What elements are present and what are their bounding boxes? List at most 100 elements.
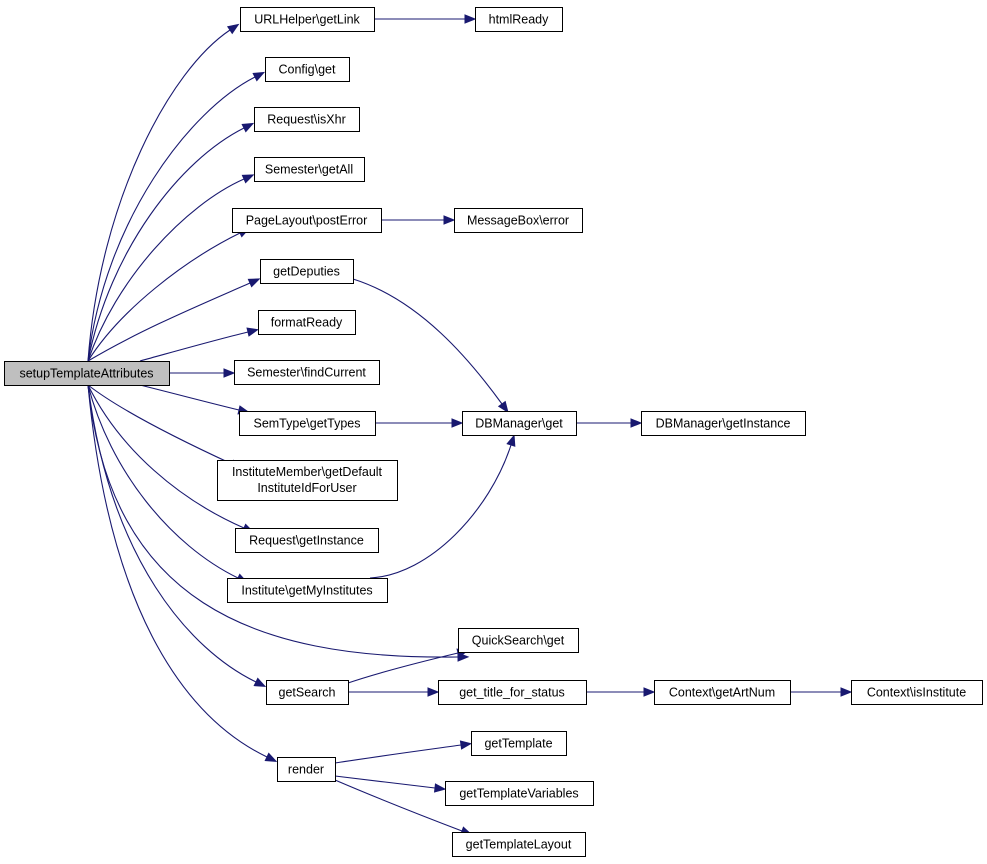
node-gettplvars[interactable]: getTemplateVariables <box>445 781 594 806</box>
arrowhead-render-to-gettplvars <box>433 783 447 793</box>
node-dbget[interactable]: DBManager\get <box>462 411 577 436</box>
node-getsearch[interactable]: getSearch <box>266 680 349 705</box>
edge-getsearch-to-qsget <box>344 652 459 685</box>
edge-setup-to-reqinstance <box>87 384 245 529</box>
node-box[interactable] <box>227 578 388 603</box>
arrowhead-render-to-gettemplate <box>459 740 473 750</box>
node-box[interactable] <box>232 208 382 233</box>
edge-setup-to-getsearch <box>87 384 257 683</box>
node-label: DBManager\get <box>475 417 563 431</box>
nodes-layer: setupTemplateAttributes URLHelper\getLink… <box>4 7 983 857</box>
node-urlhelper[interactable]: URLHelper\getLink <box>240 7 375 32</box>
node-label: getTemplateVariables <box>459 787 578 801</box>
node-box[interactable] <box>254 107 360 132</box>
node-box[interactable] <box>462 411 577 436</box>
node-titlestatus[interactable]: get_title_for_status <box>438 680 587 705</box>
node-box[interactable] <box>654 680 791 705</box>
node-htmlready[interactable]: htmlReady <box>475 7 563 32</box>
node-label: QuickSearch\get <box>472 634 565 648</box>
node-label: getTemplate <box>484 737 552 751</box>
node-box[interactable] <box>471 731 567 756</box>
node-label: Request\isXhr <box>267 113 346 127</box>
node-box[interactable] <box>258 310 356 335</box>
node-isinst[interactable]: Context\isInstitute <box>851 680 983 705</box>
node-gettypes[interactable]: SemType\getTypes <box>239 411 376 436</box>
edge-setup-to-getdeputies <box>87 282 251 362</box>
node-box[interactable] <box>475 7 563 32</box>
node-label: getSearch <box>279 686 336 700</box>
arrowhead-setup-to-getdeputies <box>247 278 261 288</box>
node-box[interactable] <box>234 360 380 385</box>
node-box[interactable] <box>235 528 379 553</box>
node-label: formatReady <box>271 316 343 330</box>
node-box[interactable] <box>454 208 583 233</box>
node-isxhr[interactable]: Request\isXhr <box>254 107 360 132</box>
node-label: get_title_for_status <box>459 686 565 700</box>
arrowhead-dbget-to-dbinstance <box>630 418 643 428</box>
arrowhead-getdeputies-to-dbget <box>497 400 509 414</box>
node-box[interactable] <box>4 361 170 386</box>
node-box[interactable] <box>239 411 376 436</box>
node-myinst[interactable]: Institute\getMyInstitutes <box>227 578 388 603</box>
node-box[interactable] <box>240 7 375 32</box>
node-box[interactable] <box>254 157 365 182</box>
node-label: InstituteIdForUser <box>257 481 356 495</box>
edge-setup-to-semgetall <box>87 178 245 362</box>
node-box[interactable] <box>851 680 983 705</box>
arrowhead-myinst-to-dbget <box>506 434 516 447</box>
node-label: Context\getArtNum <box>669 686 775 700</box>
node-findcurrent[interactable]: Semester\findCurrent <box>234 360 380 385</box>
node-getdeputies[interactable]: getDeputies <box>260 259 354 284</box>
edge-setup-to-posterror <box>87 232 241 362</box>
node-label: SemType\getTypes <box>253 417 360 431</box>
node-label: Context\isInstitute <box>867 686 966 700</box>
node-label: Config\get <box>279 63 337 77</box>
arrowhead-setup-to-configget <box>252 71 266 82</box>
edge-myinst-to-dbget <box>369 444 512 579</box>
node-box[interactable] <box>265 57 350 82</box>
node-box[interactable] <box>452 832 586 857</box>
node-msgerror[interactable]: MessageBox\error <box>454 208 583 233</box>
node-artnum[interactable]: Context\getArtNum <box>654 680 791 705</box>
node-setup[interactable]: setupTemplateAttributes <box>4 361 170 386</box>
node-box[interactable] <box>438 680 587 705</box>
edge-setup-to-urlhelper <box>87 29 231 362</box>
node-label: htmlReady <box>489 13 549 27</box>
node-qsget[interactable]: QuickSearch\get <box>458 628 579 653</box>
edge-render-to-gettplvars <box>334 775 436 789</box>
node-label: Institute\getMyInstitutes <box>241 584 372 598</box>
arrowhead-urlhelper-to-htmlready <box>464 14 477 24</box>
node-instmember[interactable]: InstituteMember\getDefaultInstituteIdFor… <box>217 460 398 501</box>
node-label: DBManager\getInstance <box>656 417 791 431</box>
node-gettemplate[interactable]: getTemplate <box>471 731 567 756</box>
node-box[interactable] <box>266 680 349 705</box>
node-configget[interactable]: Config\get <box>265 57 350 82</box>
node-render[interactable]: render <box>277 757 336 782</box>
node-dbinstance[interactable]: DBManager\getInstance <box>641 411 806 436</box>
node-box[interactable] <box>217 460 398 501</box>
node-formatready[interactable]: formatReady <box>258 310 356 335</box>
node-label: Semester\findCurrent <box>247 366 366 380</box>
arrowhead-setup-to-render <box>264 752 278 762</box>
node-label: Request\getInstance <box>249 534 364 548</box>
node-gettpllayout[interactable]: getTemplateLayout <box>452 832 586 857</box>
node-box[interactable] <box>458 628 579 653</box>
arrowhead-artnum-to-isinst <box>840 687 853 697</box>
edge-setup-to-configget <box>87 76 256 362</box>
edge-render-to-gettemplate <box>334 744 462 764</box>
node-reqinstance[interactable]: Request\getInstance <box>235 528 379 553</box>
node-box[interactable] <box>277 757 336 782</box>
node-label: getDeputies <box>273 265 340 279</box>
arrowhead-setup-to-urlhelper <box>226 23 240 35</box>
edge-getdeputies-to-dbget <box>352 278 503 405</box>
edge-setup-to-gettypes <box>139 384 240 411</box>
arrowhead-gettypes-to-dbget <box>451 418 464 428</box>
node-posterror[interactable]: PageLayout\postError <box>232 208 382 233</box>
arrowhead-posterror-to-msgerror <box>443 215 456 225</box>
node-box[interactable] <box>260 259 354 284</box>
node-box[interactable] <box>641 411 806 436</box>
node-box[interactable] <box>445 781 594 806</box>
node-label: URLHelper\getLink <box>254 13 360 27</box>
node-semgetall[interactable]: Semester\getAll <box>254 157 365 182</box>
